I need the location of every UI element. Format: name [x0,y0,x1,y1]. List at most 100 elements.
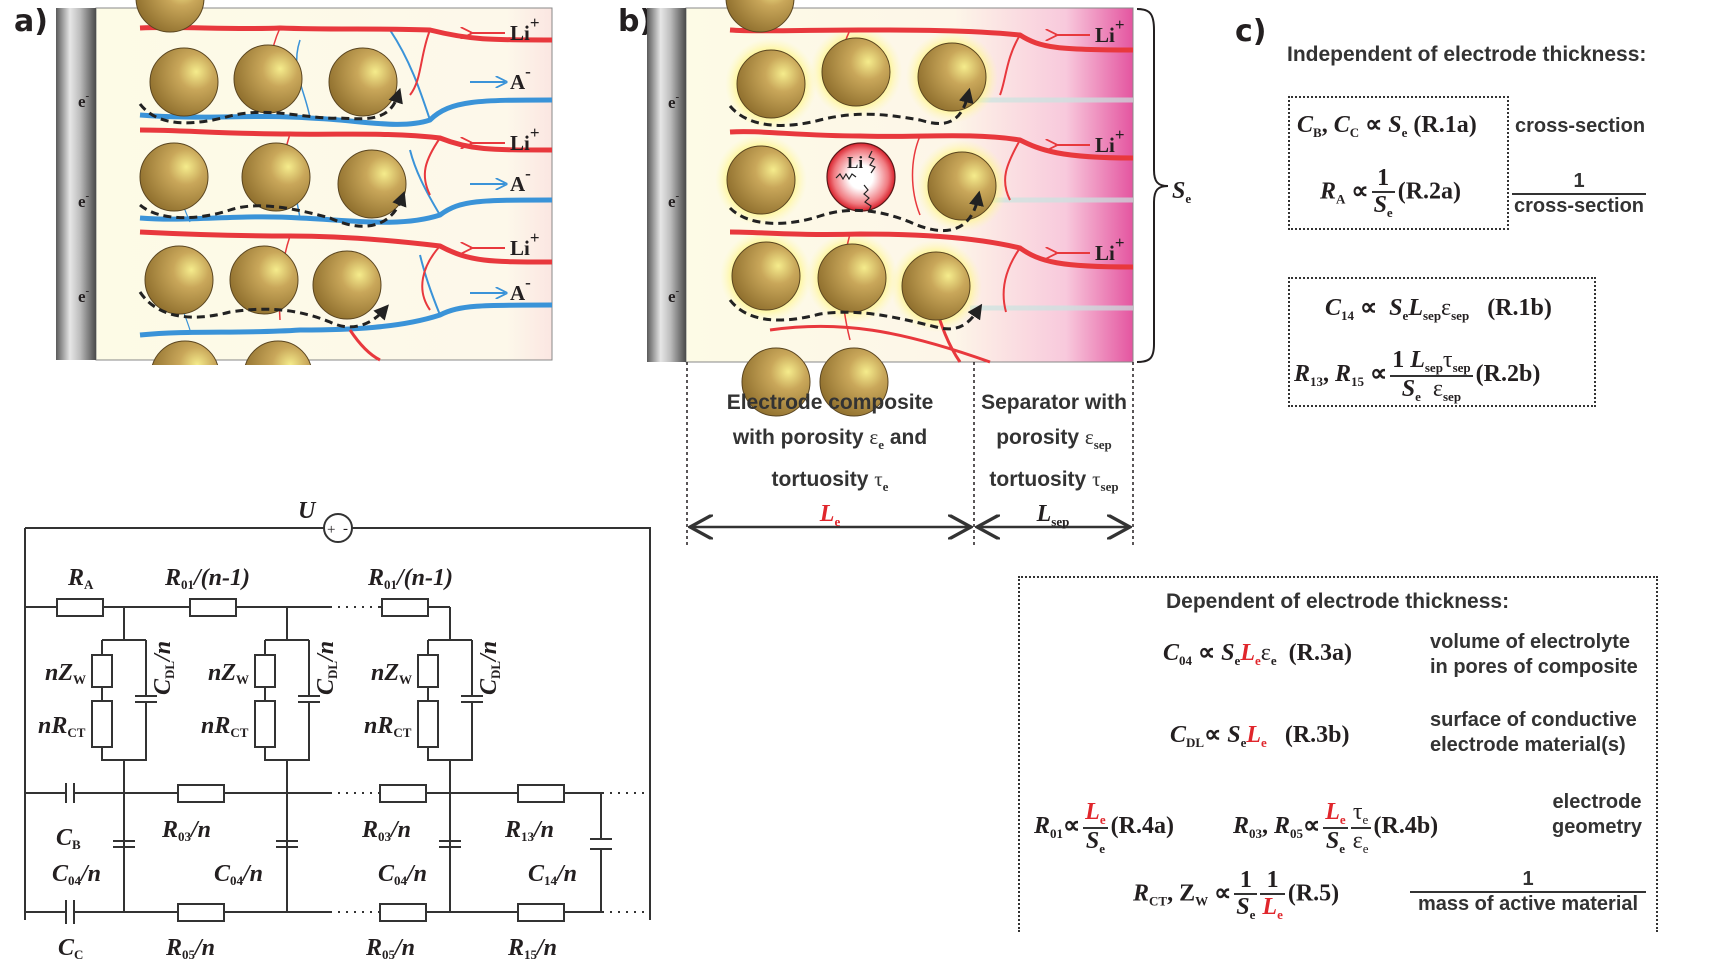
resistor-R01 [189,598,237,617]
resistor-R03 [177,784,225,803]
svg-text:C04/n: C04/n [378,861,427,888]
svg-text:CDL/n: CDL/n [150,641,177,695]
area-label: Se [1172,178,1191,206]
current-collector [56,8,96,360]
panel-b-illustration: Li e- e- e- Li+ Li+ Li+ Se Le Lsep [647,0,1191,545]
separator-length-label: Lsep [1036,501,1070,529]
svg-text:R13/n: R13/n [504,817,554,844]
cell-1 [91,607,157,912]
cell-3 [417,607,483,912]
lithiated-particle: Li [826,142,896,212]
svg-text:R03/n: R03/n [161,817,211,844]
resistor-R13 [517,784,565,803]
svg-text:nZW: nZW [45,660,86,687]
svg-text:C14/n: C14/n [528,861,577,888]
electron-label: e- [78,285,90,306]
independent-heading: Independent of electrode thickness: [1287,43,1647,66]
equation-R1a: CB, CC ∝ Se (R.1a) [1297,112,1477,140]
resistor-R05 [177,903,225,922]
resistor-R15 [517,903,565,922]
current-collector [647,8,686,362]
resistor-R05 [379,903,427,922]
description-cross-section: cross-section [1515,115,1646,137]
electron-label: e- [668,91,680,112]
label-RA: RA [67,565,94,592]
electron-label: e- [78,90,90,111]
equivalent-circuit: .w{stroke:#333;stroke-width:2;fill:none;… [24,498,651,962]
electron-paths [728,87,984,331]
svg-text:nZW: nZW [208,660,249,687]
outer-wire [25,527,651,920]
svg-text:R05/n: R05/n [365,935,415,962]
svg-text:C04/n: C04/n [214,861,263,888]
cell-2 [254,607,320,912]
svg-text:Li+: Li+ [1095,233,1125,265]
ion-flux-labels: Li+ Li+ Li+ [1055,15,1125,265]
voltage-source-icon [323,513,353,543]
lithium-ion-paths [729,27,1134,364]
svg-text:CB: CB [56,825,81,852]
svg-text:+: + [327,522,335,538]
svg-text:nRCT: nRCT [364,713,412,740]
resistor-R03 [379,784,427,803]
svg-text:Li+: Li+ [510,228,540,260]
svg-text:Li+: Li+ [510,13,540,45]
svg-text:CDL/n: CDL/n [476,641,503,695]
svg-text:nZW: nZW [371,660,412,687]
resistor-RA [56,598,104,617]
panel-a-illustration: e- e- e- Li+ A- Li+ A- Li+ A- [56,0,553,365]
region-dividers [686,362,1134,545]
area-brace [1136,8,1169,363]
svg-text:A-: A- [510,273,531,305]
svg-text:Li+: Li+ [1095,15,1125,47]
voltage-label: U [298,498,317,524]
active-particles [135,0,407,365]
capacitor-CC [65,900,75,924]
svg-text:CC: CC [58,935,83,962]
lithium-label: Li [847,153,863,172]
electrode-region-description: Electrode composite with porosity εe and… [726,391,934,494]
label-R01: R01/(n-1) [164,565,250,592]
equation-R1b: C14 ∝ SeLsepεsep (R.1b) [1325,295,1552,323]
svg-text:R05/n: R05/n [165,935,215,962]
svg-text:Li+: Li+ [1095,125,1125,157]
svg-text:A-: A- [510,62,531,94]
separator-region-description: Separator with porosity εsep tortuosity … [981,391,1127,494]
capacitor-CB [65,783,75,803]
electron-paths [138,87,407,329]
resistor-R01 [381,598,429,617]
independent-box-1 [1288,96,1509,230]
independent-box-2 [1288,277,1596,407]
svg-text:-: - [343,521,348,537]
panel-c-label: c) [1235,14,1267,49]
svg-text:nRCT: nRCT [38,713,86,740]
dependent-heading: Dependent of electrode thickness: [1166,590,1510,613]
svg-text:C04/n: C04/n [52,861,101,888]
label-R01: R01/(n-1) [367,565,453,592]
svg-text:Li+: Li+ [510,123,540,155]
svg-text:R15/n: R15/n [507,935,557,962]
svg-text:nRCT: nRCT [201,713,249,740]
electrode-length-label: Le [819,501,841,529]
dependent-box [1018,576,1658,932]
panel-a-label: a) [14,4,48,39]
ion-flux-labels: Li+ A- Li+ A- Li+ A- [470,13,540,305]
svg-text:A-: A- [510,164,531,196]
electron-label: e- [668,190,680,211]
svg-text:R03/n: R03/n [361,817,411,844]
electron-label: e- [668,285,680,306]
equation-R3a: C04 ∝ SeLeεe (R.3a) [1163,640,1352,668]
electron-label: e- [78,190,90,211]
active-particles [725,0,997,417]
svg-text:CDL/n: CDL/n [313,641,340,695]
